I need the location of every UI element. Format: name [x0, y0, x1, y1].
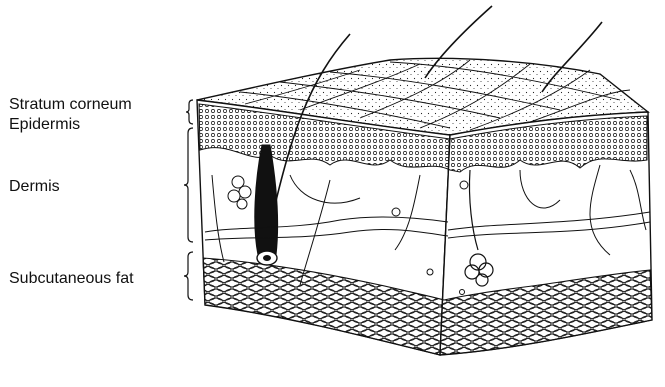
- brace-subcutaneous-fat: [184, 252, 193, 300]
- brace-stratum-corneum: [186, 100, 193, 124]
- label-braces: [184, 100, 193, 300]
- brace-dermis: [184, 128, 193, 242]
